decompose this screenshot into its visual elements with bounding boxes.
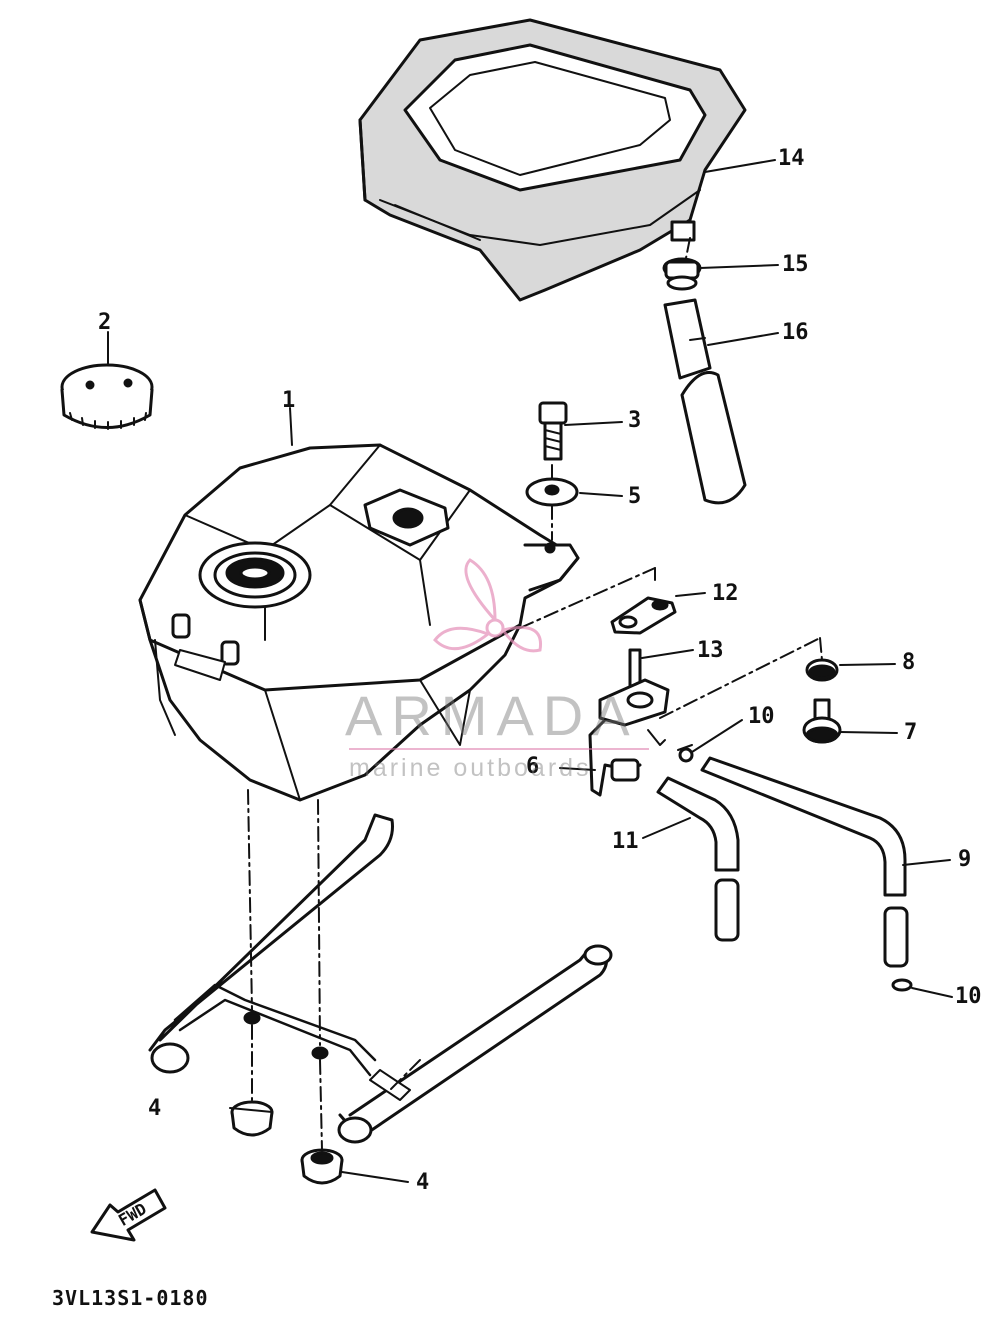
clip-part-10a	[677, 744, 694, 763]
rubber-mount-part-4b	[300, 1148, 344, 1185]
assembly-alignment-lines	[247, 237, 823, 1151]
callout-label-10b: 10	[955, 984, 982, 1009]
watermark: ARMADA marine outboards	[345, 688, 665, 781]
fuel-tank-part-1	[138, 443, 580, 802]
callout-label-14: 14	[778, 146, 805, 171]
fuel-cock-part-6	[588, 648, 670, 797]
grommet-part-15	[662, 257, 702, 291]
fuel-cap-part-2	[60, 363, 154, 430]
watermark-title: ARMADA	[345, 684, 639, 747]
clip-part-10b	[891, 978, 913, 992]
callout-label-2: 2	[98, 310, 112, 335]
callout-label-15: 15	[782, 252, 809, 277]
callout-label-12: 12	[712, 581, 739, 606]
callout-label-10a: 10	[748, 704, 775, 729]
callout-label-1: 1	[282, 388, 296, 413]
drain-hose-part-16	[663, 298, 747, 505]
fuel-hose-part-11	[656, 776, 740, 942]
tank-cover-part	[358, 18, 747, 302]
vent-hose-part-9	[700, 756, 909, 968]
callout-label-9: 9	[958, 847, 972, 872]
callout-label-5: 5	[628, 484, 642, 509]
watermark-subtitle: marine outboards	[349, 754, 592, 782]
watermark-divider	[349, 748, 649, 750]
callout-label-4a: 4	[148, 1096, 162, 1121]
callout-label-13: 13	[697, 638, 724, 663]
callout-label-16: 16	[782, 320, 809, 345]
diagram-code: 3VL13S1-0180	[52, 1286, 209, 1310]
callout-label-6: 6	[526, 754, 540, 779]
washer-part-5	[525, 477, 579, 507]
washer-part-8	[805, 658, 839, 682]
bolt-part-7	[802, 698, 842, 744]
callout-label-7: 7	[904, 720, 918, 745]
bolt-part-3	[538, 401, 568, 461]
callout-label-3: 3	[628, 408, 642, 433]
gasket-part-12	[610, 596, 677, 635]
forward-arrow-icon	[90, 1188, 167, 1242]
callout-leader-lines	[107, 159, 953, 1183]
rubber-mount-part-4a	[230, 1100, 274, 1137]
callout-label-8: 8	[902, 650, 916, 675]
callout-label-4b: 4	[416, 1170, 430, 1195]
propeller-logo-icon	[433, 558, 543, 653]
mounting-frame	[148, 813, 613, 1144]
callout-label-11: 11	[612, 829, 639, 854]
